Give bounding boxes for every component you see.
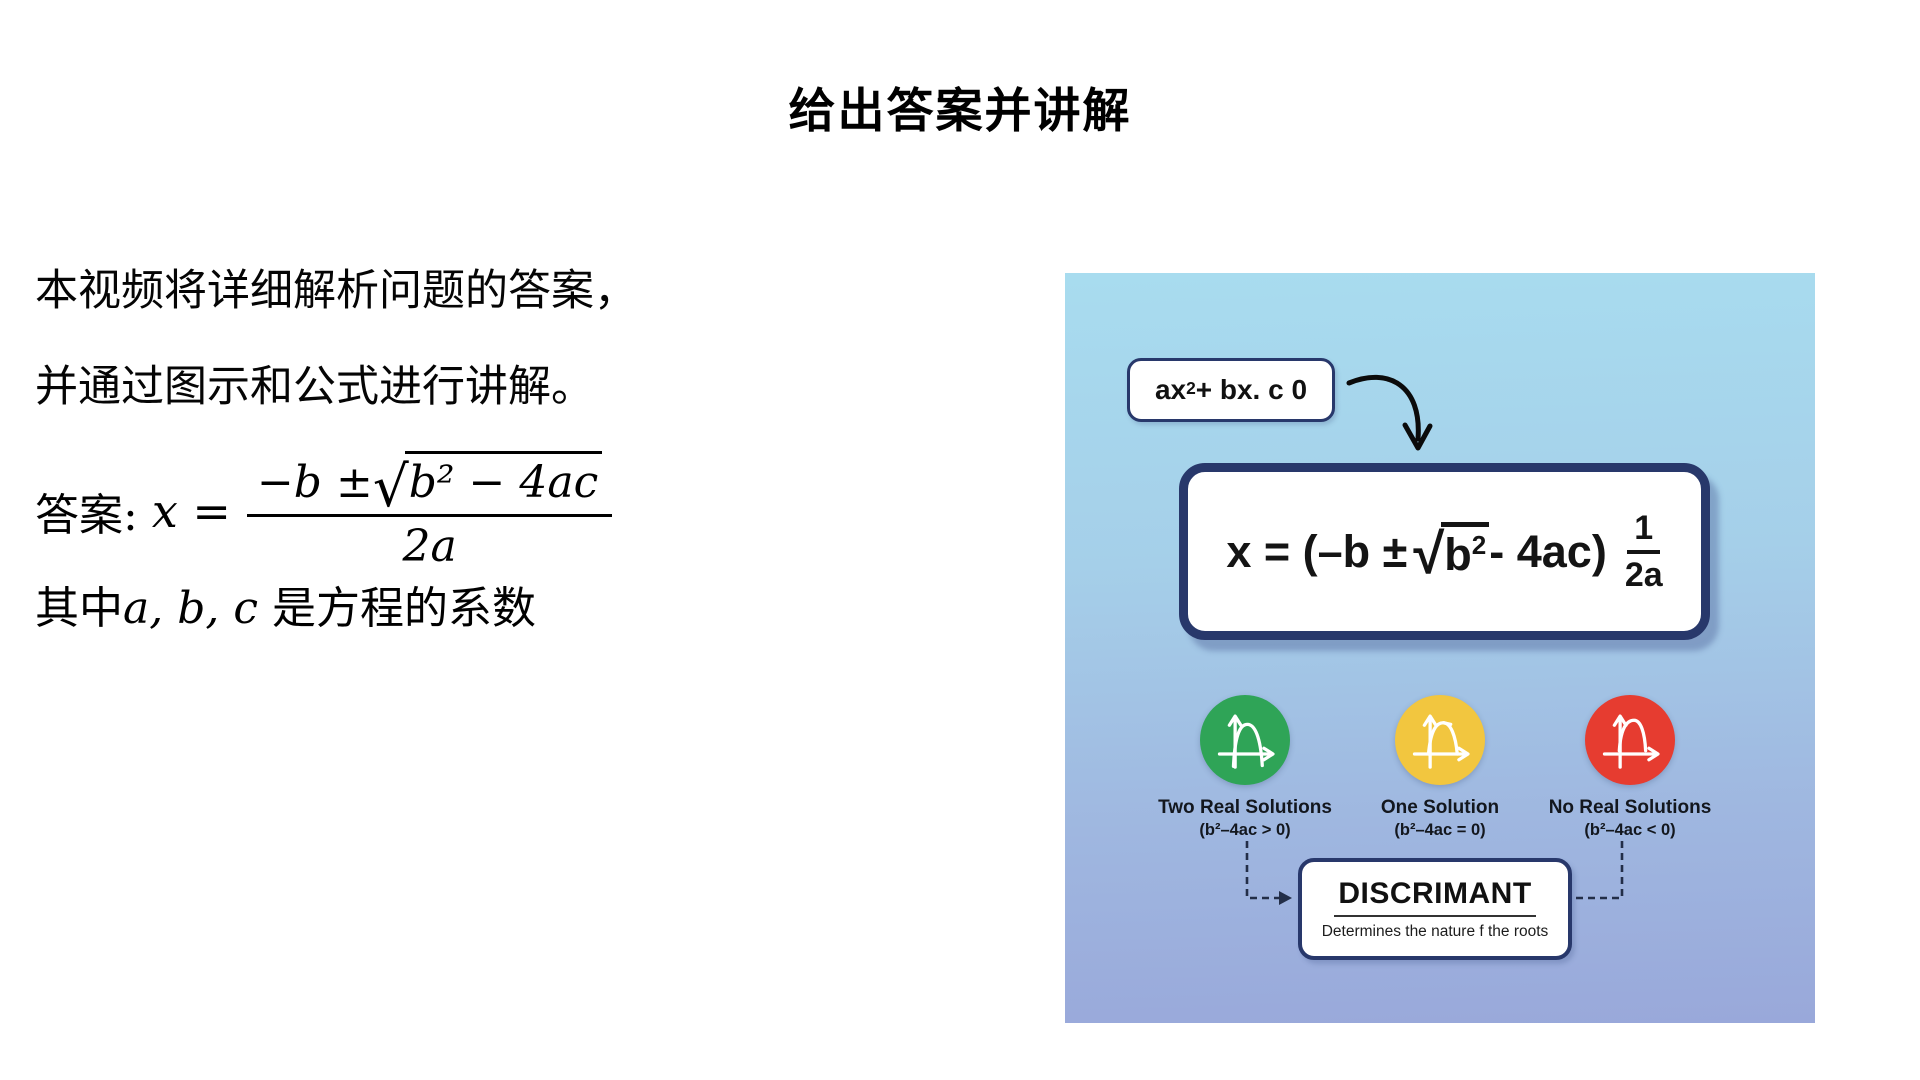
coefficients-note: 其中a, b, c 是方程的系数 xyxy=(35,572,536,636)
note-prefix: 其中 xyxy=(35,583,123,634)
formula-prefix: x = (–b ± xyxy=(1226,525,1408,577)
intro-paragraph: 本视频将详细解析问题的答案， 并通过图示和公式进行讲解。 xyxy=(35,243,715,435)
solution-condition: (b²–4ac = 0) xyxy=(1394,821,1486,839)
two-real-solutions-label: Two Real Solutions (b²–4ac > 0) xyxy=(1125,797,1365,840)
answer-lhs: x = xyxy=(151,484,231,538)
solution-condition: (b²–4ac > 0) xyxy=(1199,821,1291,839)
fraction-numerator: 1 xyxy=(1627,509,1661,554)
solution-condition: (b²–4ac < 0) xyxy=(1584,821,1676,839)
radical-icon: √ xyxy=(1413,522,1445,585)
discriminant-box: DISCRIMANT Determines the nature f the r… xyxy=(1298,858,1572,960)
solution-title: Two Real Solutions xyxy=(1158,797,1332,818)
formula-suffix: - 4ac) xyxy=(1489,525,1607,577)
answer-label: 答案: xyxy=(35,490,138,541)
equation-rest: + bx. c 0 xyxy=(1195,374,1308,405)
discriminant-title: DISCRIMANT xyxy=(1334,877,1536,917)
radical-icon: √ xyxy=(372,455,409,521)
solution-title: One Solution xyxy=(1380,797,1500,818)
page-title: 给出答案并讲解 xyxy=(788,84,1132,137)
equation-base: ax xyxy=(1154,374,1187,405)
parabola-one-root-icon xyxy=(1412,714,1470,769)
note-suffix: 是方程的系数 xyxy=(258,583,536,634)
numerator-prefix: −b ± xyxy=(256,456,373,508)
fraction-denominator: 2a xyxy=(1624,555,1663,594)
one-solution-label: One Solution (b²–4ac = 0) xyxy=(1320,797,1560,840)
intro-line-1: 本视频将详细解析问题的答案， xyxy=(35,267,637,315)
quadratic-fraction: −b ± √ b² − 4ac 2a xyxy=(246,450,613,572)
radicand: b² − 4ac xyxy=(404,450,603,508)
radicand-exponent: 2 xyxy=(1471,530,1487,560)
answer-formula: 答案: x = −b ± √ b² − 4ac 2a xyxy=(35,448,613,574)
radicand-base: b xyxy=(1444,529,1472,580)
no-real-solutions-circle xyxy=(1585,695,1675,785)
parabola-no-roots-icon xyxy=(1602,714,1660,769)
solution-title: No Real Solutions xyxy=(1548,797,1712,818)
no-real-solutions-label: No Real Solutions (b²–4ac < 0) xyxy=(1510,797,1750,840)
two-real-solutions-circle xyxy=(1200,695,1290,785)
quadratic-formula: x = (–b ± √ b2 - 4ac) 1 2a xyxy=(1226,509,1662,595)
fraction-denominator: 2a xyxy=(402,520,457,572)
quadratic-formula-box: x = (–b ± √ b2 - 4ac) 1 2a xyxy=(1179,463,1710,640)
intro-line-2: 并通过图示和公式进行讲解。 xyxy=(35,363,594,411)
formula-radicand: b2 xyxy=(1441,522,1490,581)
curved-arrow-icon xyxy=(1346,374,1421,442)
equation-exponent: 2 xyxy=(1186,377,1196,398)
discriminant-subtitle: Determines the nature f the roots xyxy=(1321,923,1549,940)
fraction-numerator: −b ± √ b² − 4ac xyxy=(246,450,613,521)
one-solution-circle xyxy=(1395,695,1485,785)
parabola-two-roots-icon xyxy=(1217,714,1275,769)
one-over-2a-fraction: 1 2a xyxy=(1625,509,1663,595)
note-variables: a, b, c xyxy=(123,583,258,634)
